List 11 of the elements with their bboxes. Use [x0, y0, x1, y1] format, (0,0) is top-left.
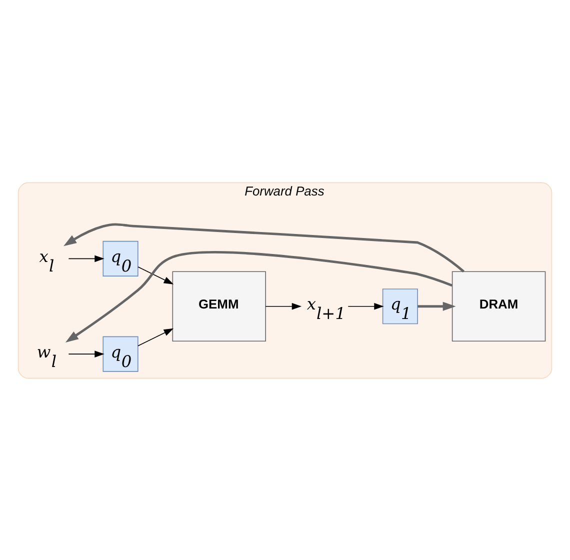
arrow [265, 302, 302, 310]
arrow [418, 301, 456, 310]
arrow [348, 302, 384, 310]
arrow [138, 266, 174, 284]
arrow [68, 350, 104, 357]
arrow [65, 250, 453, 342]
arrow [68, 254, 104, 262]
arrow [138, 328, 174, 346]
arrow [64, 222, 465, 272]
node-box: DRAM [452, 270, 546, 342]
node-box: GEMM [172, 270, 266, 342]
